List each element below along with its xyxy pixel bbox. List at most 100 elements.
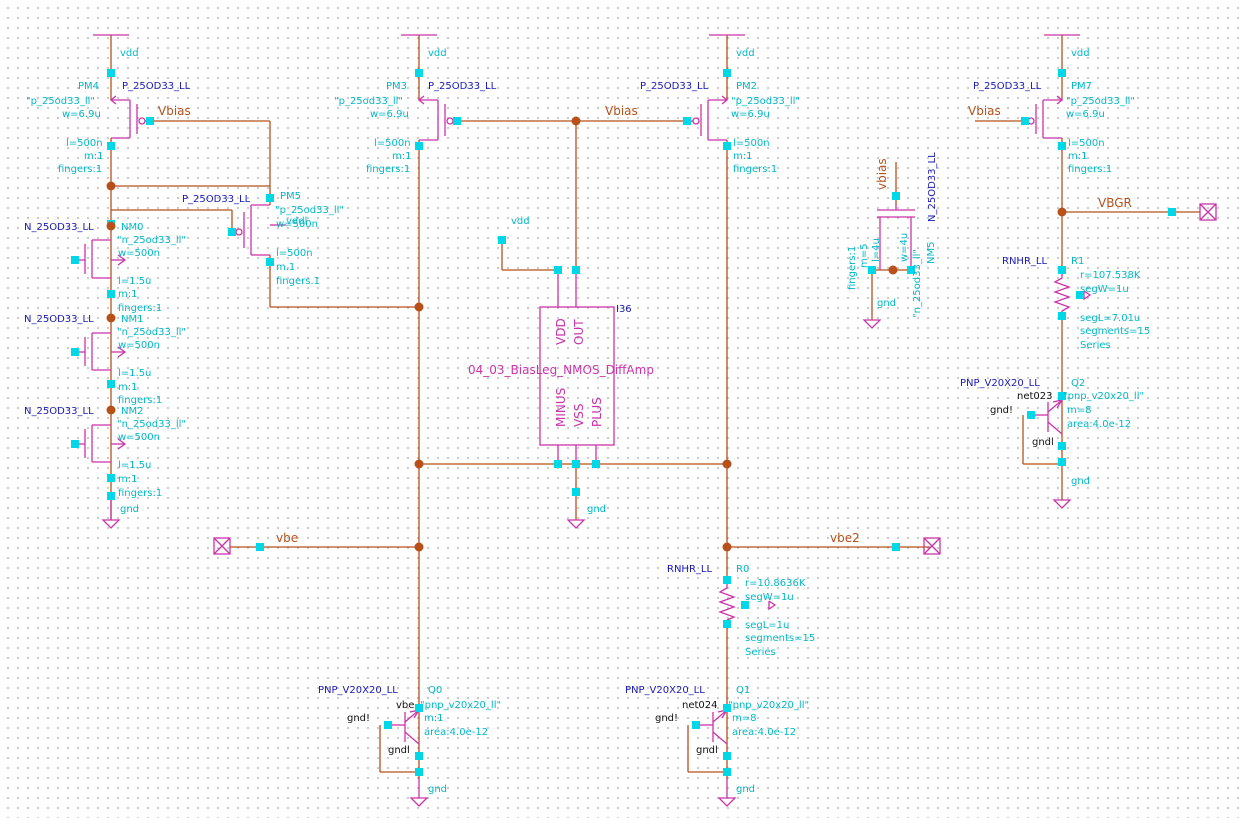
gndl-label: gndl — [1032, 437, 1054, 448]
nm0-m: m:1 — [118, 289, 137, 300]
pm5-w: w=500n — [276, 219, 318, 230]
pm7-l: l=500n — [1068, 138, 1105, 149]
q2-symbol — [1035, 399, 1064, 435]
r0-symbol — [718, 580, 736, 621]
pm4-cell: P_25OD33_LL — [122, 81, 191, 92]
nm1-fingers: fingers:1 — [118, 395, 162, 406]
vbe-pin-label: vbe — [396, 700, 414, 711]
wires — [110, 35, 1200, 778]
nm2-cell: N_25OD33_LL — [24, 406, 94, 417]
vdd-label: vdd — [736, 48, 755, 59]
pm2-fingers: fingers:1 — [733, 164, 777, 175]
pm4-symbol — [109, 95, 150, 139]
vdd-label: vdd — [428, 48, 447, 59]
pins — [71, 69, 1176, 776]
pm4-w: w=6.9u — [62, 109, 101, 120]
nm1-model: "n_25od33_ll" — [117, 327, 186, 338]
q1-area: area:4.0e-12 — [732, 727, 796, 738]
gnd-label: gnd — [1071, 476, 1090, 487]
nm5-m: m=5 — [859, 244, 870, 268]
gndl-label: gndl — [696, 745, 718, 756]
r1-segw: segW=1u — [1080, 284, 1129, 295]
q0-symbol — [392, 709, 421, 745]
i36-cellname: 04_03_BiasLeg_NMOS_DiffAmp — [468, 363, 654, 377]
pm2-inst: PM2 — [736, 81, 757, 92]
nm2-inst: NM2 — [121, 406, 143, 417]
i36-symbol — [539, 270, 615, 464]
pm2-l: l=500n — [733, 138, 770, 149]
pm3-inst: PM3 — [386, 81, 407, 92]
pm5-l: l=500n — [276, 248, 313, 259]
r1-cell: RNHR_LL — [1002, 256, 1047, 267]
nm0-model: "n_25od33_ll" — [117, 235, 186, 246]
nm5-fingers: fingers:1 — [847, 246, 858, 290]
nm1-w: w=500n — [118, 340, 160, 351]
vbe-net-label: vbe — [276, 531, 298, 545]
pm2-cell: P_25OD33_LL — [640, 81, 709, 92]
q2-model: "pnp_v20x20_ll" — [1063, 391, 1144, 402]
pm4-l: l=500n — [66, 138, 103, 149]
pm7-inst: PM7 — [1071, 81, 1092, 92]
vdd-label: vdd — [120, 48, 139, 59]
pm7-model: "p_25od33_ll" — [1066, 96, 1135, 107]
pm2-model: "p_25od33_ll" — [731, 96, 800, 107]
vbias-net-label: Vbias — [968, 104, 1001, 118]
gnd-label: gnd — [877, 298, 896, 309]
q0-area: area:4.0e-12 — [424, 727, 488, 738]
nm0-symbol — [75, 239, 127, 279]
nm1-cell: N_25OD33_LL — [24, 314, 94, 325]
i36-pin-vss: VSS — [572, 404, 586, 427]
vbias-net-label: Vbias — [605, 104, 638, 118]
q2-cell: PNP_V20X20_LL — [960, 378, 1040, 389]
port-vbe2 — [923, 537, 941, 555]
vbe2-net-label: vbe2 — [830, 531, 860, 545]
i36-pin-plus: PLUS — [590, 397, 604, 427]
nm1-inst: NM1 — [121, 314, 143, 325]
nm2-model: "n_25od33_ll" — [117, 419, 186, 430]
pm4-model: "p_25od33_ll" — [26, 96, 95, 107]
q2-inst: Q2 — [1071, 378, 1085, 389]
gnd-bang-label: gnd! — [347, 713, 370, 724]
port-vbe — [213, 537, 231, 555]
q1-cell: PNP_V20X20_LL — [625, 685, 705, 696]
nm0-inst: NM0 — [121, 222, 143, 233]
q1-model: "pnp_v20x20_ll" — [728, 700, 809, 711]
q2-area: area:4.0e-12 — [1067, 419, 1131, 430]
pm3-symbol — [417, 95, 457, 141]
q0-m: m:1 — [424, 713, 443, 724]
nm2-l: l=1.5u — [118, 460, 151, 471]
r0-r: r=10.8636K — [745, 578, 806, 589]
vbgr-net-label: VBGR — [1098, 196, 1132, 210]
q1-symbol — [700, 709, 729, 745]
nm2-w: w=500n — [118, 432, 160, 443]
r0-cell: RNHR_LL — [667, 564, 712, 575]
pm3-cell: P_25OD33_LL — [428, 81, 497, 92]
pm3-l: l=500n — [374, 138, 411, 149]
r1-r: r=107.538K — [1080, 270, 1141, 281]
pm3-fingers: fingers:1 — [366, 164, 410, 175]
nm2-m: m:1 — [118, 474, 137, 485]
r1-segments: segments=15 — [1080, 326, 1150, 337]
pm5-model: "p_25od33_ll" — [275, 205, 344, 216]
q0-cell: PNP_V20X20_LL — [318, 685, 398, 696]
vdd-label: vdd — [511, 216, 530, 227]
vddl-label: vddl — [286, 216, 307, 227]
nm5-model: "n_25od33_ll" — [912, 249, 923, 318]
pm5-inst: PM5 — [280, 191, 301, 202]
nm0-l: l=1.5u — [118, 276, 151, 287]
pm2-m: m:1 — [733, 151, 752, 162]
pm7-symbol — [1025, 95, 1064, 139]
pm2-w: w=6.9u — [731, 109, 770, 120]
i36-pin-out: OUT — [572, 319, 586, 345]
vdd-label: vdd — [1071, 48, 1090, 59]
r1-series: Series — [1080, 340, 1111, 351]
vbias-net-label: Vbias — [158, 104, 191, 118]
net023-label: net023 — [1017, 391, 1053, 402]
vbias-lower-label: vbias — [875, 158, 889, 190]
nm5-symbol — [877, 205, 915, 270]
net024-label: net024 — [682, 700, 718, 711]
r1-inst: R1 — [1071, 256, 1084, 267]
gndl-label: gndl — [388, 745, 410, 756]
